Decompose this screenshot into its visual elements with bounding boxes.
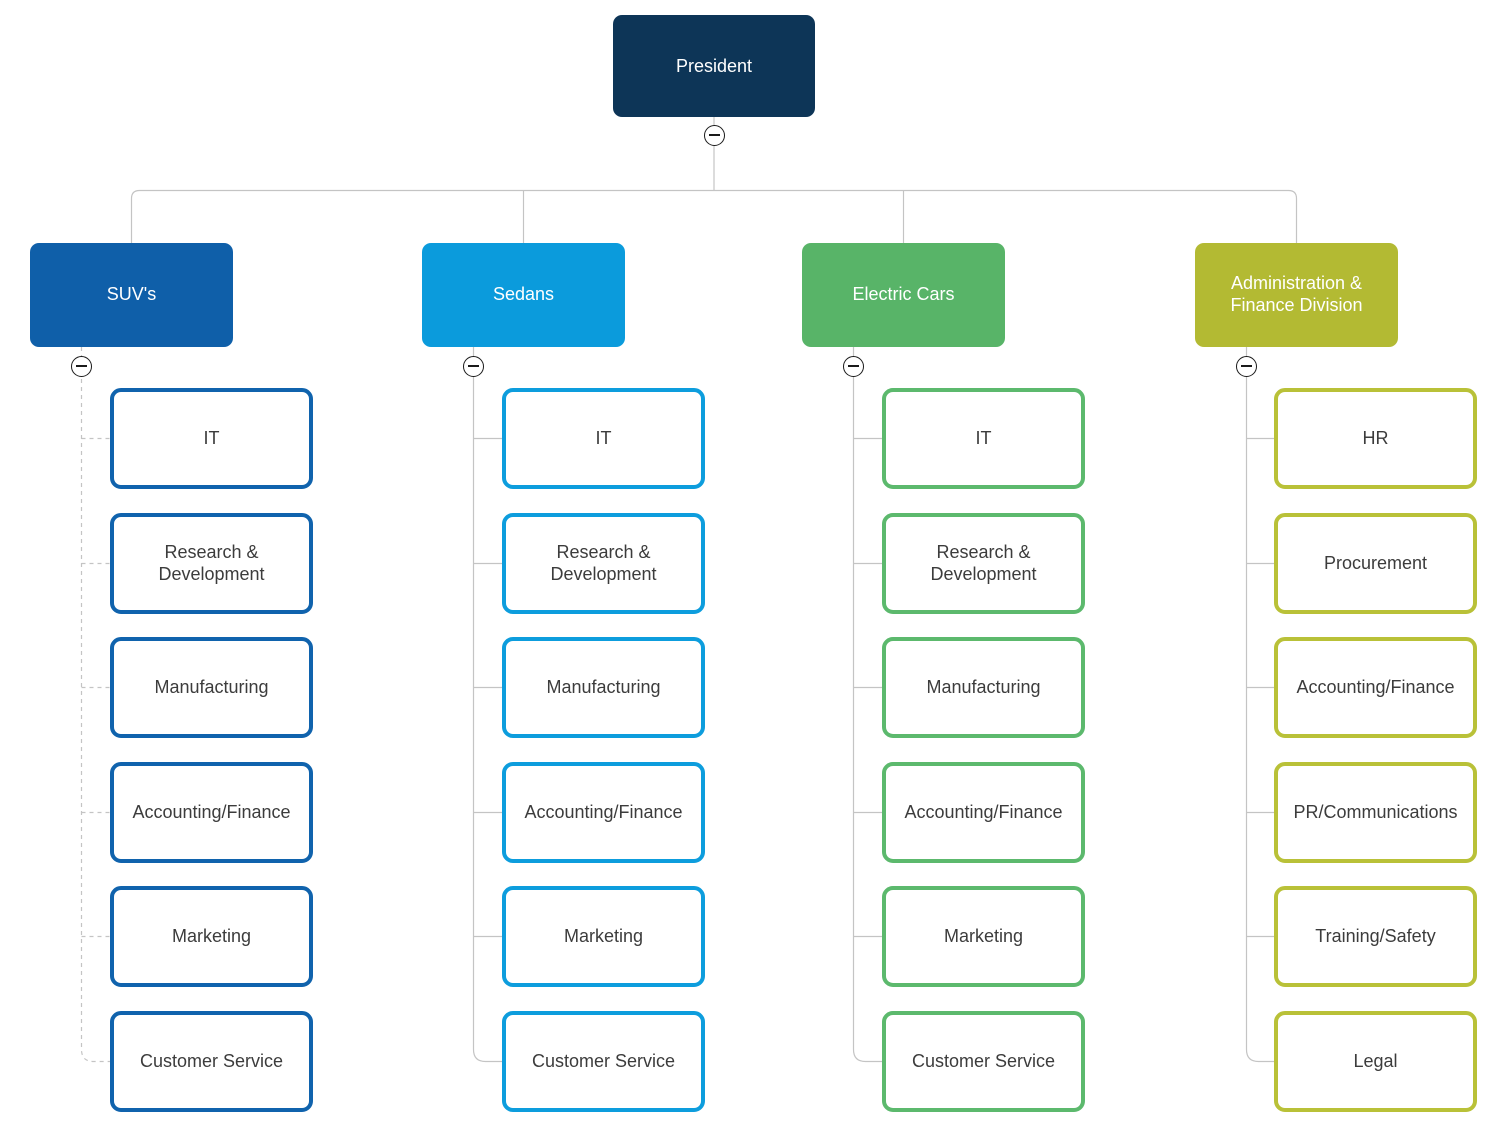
node-suv-manufacturing[interactable]: Manufacturing xyxy=(110,637,313,738)
node-suv-research-development[interactable]: Research & Development xyxy=(110,513,313,614)
node-label: PR/Communications xyxy=(1293,801,1458,822)
node-admin-training-safety[interactable]: Training/Safety xyxy=(1274,886,1477,987)
node-label: Accounting/Finance xyxy=(1296,676,1455,697)
node-admin-pr-communications[interactable]: PR/Communications xyxy=(1274,762,1477,863)
node-sedans-marketing[interactable]: Marketing xyxy=(502,886,705,987)
node-label: SUV's xyxy=(106,284,157,305)
electric-connector xyxy=(852,347,882,1063)
node-admin-procurement[interactable]: Procurement xyxy=(1274,513,1477,614)
node-electric-research-development[interactable]: Research & Development xyxy=(882,513,1085,614)
sedans-connector xyxy=(472,347,502,1063)
node-suv-accounting-finance[interactable]: Accounting/Finance xyxy=(110,762,313,863)
node-label: Manufacturing xyxy=(154,676,269,697)
node-president[interactable]: President xyxy=(613,15,815,117)
node-sedans-manufacturing[interactable]: Manufacturing xyxy=(502,637,705,738)
node-label: Manufacturing xyxy=(546,676,661,697)
node-label: Research & Development xyxy=(930,541,1037,584)
node-sedans-customer-service[interactable]: Customer Service xyxy=(502,1011,705,1112)
node-label: Customer Service xyxy=(531,1050,676,1071)
node-electric-marketing[interactable]: Marketing xyxy=(882,886,1085,987)
node-label: Legal xyxy=(1353,1050,1398,1071)
node-label: Accounting/Finance xyxy=(524,801,683,822)
node-sedans-accounting-finance[interactable]: Accounting/Finance xyxy=(502,762,705,863)
node-label: Training/Safety xyxy=(1315,925,1436,946)
node-admin-hr[interactable]: HR xyxy=(1274,388,1477,489)
node-label: Accounting/Finance xyxy=(904,801,1063,822)
node-label: IT xyxy=(203,427,220,448)
president-connector xyxy=(130,117,1298,245)
node-electric-it[interactable]: IT xyxy=(882,388,1085,489)
node-electric-cars[interactable]: Electric Cars xyxy=(802,243,1005,347)
node-label: Electric Cars xyxy=(852,284,955,305)
node-electric-accounting-finance[interactable]: Accounting/Finance xyxy=(882,762,1085,863)
node-suv-marketing[interactable]: Marketing xyxy=(110,886,313,987)
collapse-icon-suvs[interactable] xyxy=(71,355,92,377)
node-label: Customer Service xyxy=(911,1050,1056,1071)
node-label: Procurement xyxy=(1323,552,1428,573)
node-label: Marketing xyxy=(563,925,644,946)
node-label: Customer Service xyxy=(139,1050,284,1071)
node-label: Marketing xyxy=(171,925,252,946)
collapse-icon-admin-finance[interactable] xyxy=(1236,355,1257,377)
node-label: Administration & Finance Division xyxy=(1230,273,1363,315)
suv-connector xyxy=(80,347,110,1063)
node-electric-manufacturing[interactable]: Manufacturing xyxy=(882,637,1085,738)
node-sedans-research-development[interactable]: Research & Development xyxy=(502,513,705,614)
node-label: Manufacturing xyxy=(926,676,1041,697)
node-electric-customer-service[interactable]: Customer Service xyxy=(882,1011,1085,1112)
node-label: IT xyxy=(975,427,992,448)
collapse-icon-president[interactable] xyxy=(703,124,725,146)
node-label: IT xyxy=(595,427,612,448)
admin-connector xyxy=(1245,347,1274,1063)
node-label: President xyxy=(675,55,753,76)
node-label: Marketing xyxy=(943,925,1024,946)
node-admin-finance-division[interactable]: Administration & Finance Division xyxy=(1195,243,1398,347)
node-suv-it[interactable]: IT xyxy=(110,388,313,489)
node-label: Sedans xyxy=(492,284,555,305)
node-label: Accounting/Finance xyxy=(132,801,291,822)
collapse-icon-sedans[interactable] xyxy=(463,355,484,377)
node-label: HR xyxy=(1362,427,1389,448)
node-sedans[interactable]: Sedans xyxy=(422,243,625,347)
node-label: Research & Development xyxy=(158,541,265,584)
collapse-icon-electric-cars[interactable] xyxy=(843,355,864,377)
node-label: Research & Development xyxy=(550,541,657,584)
node-sedans-it[interactable]: IT xyxy=(502,388,705,489)
node-suvs[interactable]: SUV's xyxy=(30,243,233,347)
node-admin-legal[interactable]: Legal xyxy=(1274,1011,1477,1112)
node-suv-customer-service[interactable]: Customer Service xyxy=(110,1011,313,1112)
node-admin-accounting-finance[interactable]: Accounting/Finance xyxy=(1274,637,1477,738)
